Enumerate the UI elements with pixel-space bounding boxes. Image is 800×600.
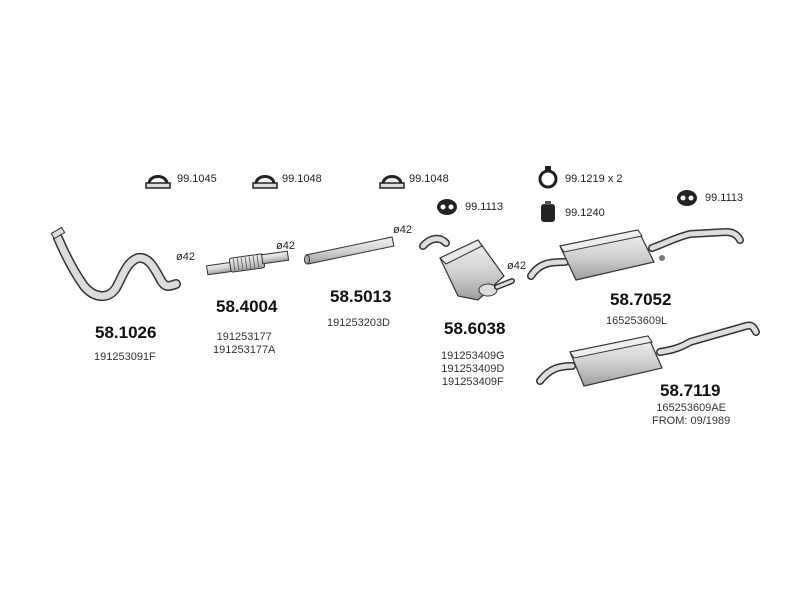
clamp-icon (145, 175, 171, 189)
oem-reference: 165253609L (606, 315, 668, 327)
straight-pipe-illustration (304, 236, 395, 265)
rubber-hanger-icon (677, 190, 697, 206)
accessory-code: 99.1240 (565, 207, 605, 219)
oem-reference-list: 165253609L (606, 315, 667, 328)
part-number: 58.7119 (660, 381, 721, 400)
rubber-hanger-icon (437, 199, 457, 215)
accessory-code: 99.1048 (409, 173, 449, 185)
oem-reference-list: 165253609AE FROM: 09/1989 (652, 402, 730, 428)
diameter-label: ø42 (176, 251, 195, 263)
front-silencer-illustration (419, 234, 515, 301)
part-number: 58.6038 (444, 319, 506, 338)
flex-pipe-illustration (206, 250, 290, 276)
oem-reference: 165253609AE (656, 402, 726, 414)
rear-silencer-illustration (527, 227, 744, 281)
validity-note: FROM: 09/1989 (652, 415, 731, 427)
part-number: 58.7052 (610, 290, 672, 309)
accessory-code: 99.1045 (177, 173, 217, 185)
oem-reference: 191253203D (327, 317, 391, 329)
oem-reference-list: 191253177 191253177A (213, 331, 275, 357)
clamp-icon (379, 175, 405, 189)
oem-reference-list: 191253409G 191253409D 191253409F (441, 350, 505, 389)
rear-silencer-2-illustration (536, 321, 760, 387)
diameter-label: ø42 (393, 224, 412, 236)
clamp-icon (252, 175, 278, 189)
rubber-block-icon (541, 201, 555, 222)
oem-reference: 191253409G (441, 350, 505, 362)
diameter-label: ø42 (276, 240, 295, 252)
part-number: 58.5013 (330, 287, 392, 306)
oem-reference: 191253091F (94, 351, 156, 363)
ring-clamp-icon (538, 166, 558, 189)
oem-reference: 191253177 (216, 331, 272, 343)
accessory-code: 99.1219 x 2 (565, 173, 623, 185)
accessory-code: 99.1113 (465, 201, 504, 213)
diameter-label: ø42 (507, 260, 526, 272)
part-number: 58.1026 (95, 323, 157, 342)
oem-reference-list: 191253203D (327, 317, 390, 330)
front-pipe-illustration (50, 226, 181, 301)
oem-reference: 191253177A (213, 344, 276, 356)
oem-reference-list: 191253091F (94, 351, 156, 364)
part-number: 58.4004 (216, 297, 278, 316)
accessory-code: 99.1048 (282, 173, 322, 185)
oem-reference: 191253409F (441, 376, 504, 388)
accessory-code: 99.1113 (705, 192, 744, 204)
oem-reference: 191253409D (441, 363, 505, 375)
